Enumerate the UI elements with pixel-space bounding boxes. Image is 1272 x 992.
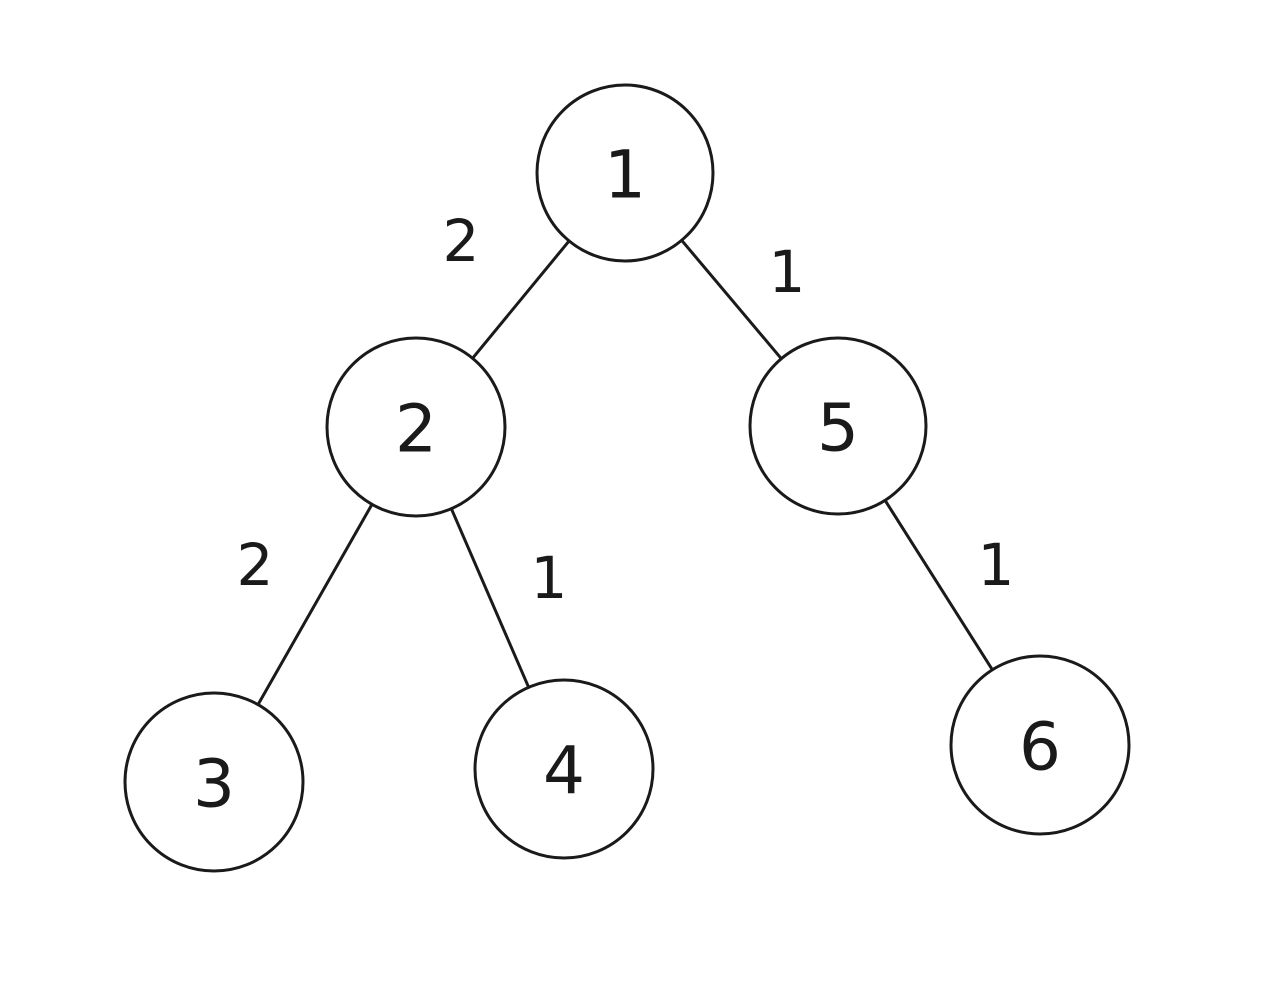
node-label: 3	[193, 746, 235, 823]
node-circle[interactable]	[123, 691, 305, 873]
edge-weight-label: 2	[237, 531, 274, 599]
tree-edge	[471, 239, 571, 360]
nodes-layer: 1 2 5 3 4 6	[123, 83, 1131, 873]
tree-edge	[883, 498, 994, 672]
tree-edge	[680, 238, 783, 361]
node-label: 2	[395, 391, 437, 468]
node-circle[interactable]	[473, 678, 655, 860]
tree-node[interactable]: 2	[325, 336, 507, 518]
tree-node[interactable]: 3	[123, 691, 305, 873]
edge-weight-label: 2	[443, 207, 480, 275]
node-label: 4	[543, 733, 585, 810]
node-label: 1	[604, 137, 646, 214]
node-label: 5	[817, 390, 859, 467]
tree-edge	[256, 502, 374, 707]
node-label: 6	[1019, 709, 1061, 786]
edge-weight-label: 1	[978, 531, 1015, 599]
node-circle[interactable]	[535, 83, 715, 263]
tree-edge	[449, 507, 531, 689]
edge-weight-label: 1	[769, 238, 806, 306]
tree-node[interactable]: 4	[473, 678, 655, 860]
node-circle[interactable]	[748, 336, 928, 516]
tree-node[interactable]: 6	[949, 654, 1131, 836]
tree-node[interactable]: 1	[535, 83, 715, 263]
node-circle[interactable]	[325, 336, 507, 518]
edges-layer	[256, 238, 994, 707]
edge-weight-labels-layer: 2 1 2 1 1	[237, 207, 1015, 612]
node-circle[interactable]	[949, 654, 1131, 836]
tree-node[interactable]: 5	[748, 336, 928, 516]
edge-weight-label: 1	[531, 544, 568, 612]
